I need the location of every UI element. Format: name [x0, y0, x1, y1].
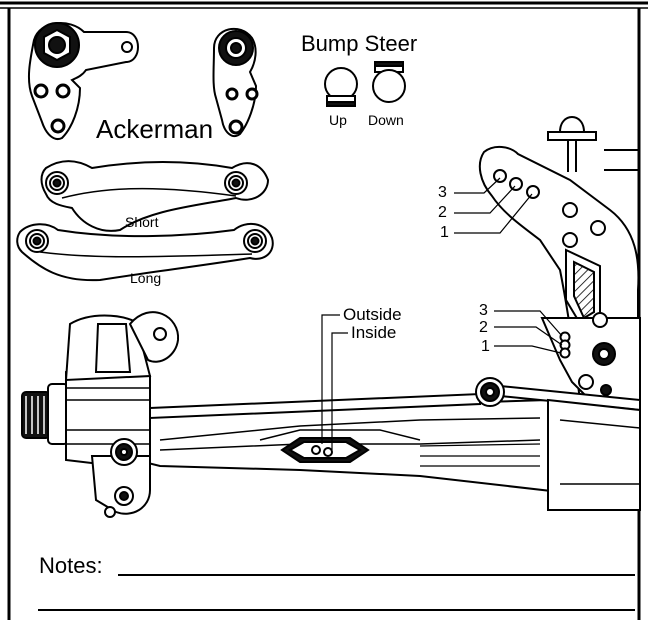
long-link-label: Long — [130, 270, 162, 286]
chassis-right — [547, 398, 641, 511]
lower-mount-hole-3-label: 3 — [479, 302, 488, 319]
notes-line-2[interactable] — [38, 609, 635, 611]
lower-mount-hole-2-label: 2 — [479, 319, 488, 336]
bump-steer-down-label: Down — [368, 112, 404, 128]
shock-top — [547, 116, 597, 172]
ackerman-label: Ackerman — [96, 114, 214, 144]
short-link-label: Short — [125, 214, 159, 230]
outside-label: Outside — [343, 305, 402, 324]
bump-steer-up-label: Up — [329, 112, 347, 128]
lower-mount-hole-1-label: 1 — [481, 338, 490, 355]
shock-tower-hole-2-label: 2 — [438, 204, 447, 221]
hub-spindle — [21, 311, 180, 518]
ackerman-arm-right — [212, 28, 259, 138]
leader-lines — [321, 177, 563, 450]
inside-label: Inside — [351, 323, 397, 342]
ackerman-arm-left — [27, 21, 139, 140]
bump-steer-up-ball — [324, 67, 358, 107]
shock-tower-hole-1-label: 1 — [440, 224, 449, 241]
bump-steer-label: Bump Steer — [301, 31, 418, 56]
camber-link-short — [40, 160, 270, 232]
notes-label: Notes: — [39, 553, 103, 578]
notes-line-1[interactable] — [118, 574, 635, 576]
shock-tower-hole-3-label: 3 — [438, 184, 447, 201]
bump-steer-down-ball — [372, 61, 406, 103]
camber-link-long — [16, 222, 274, 282]
